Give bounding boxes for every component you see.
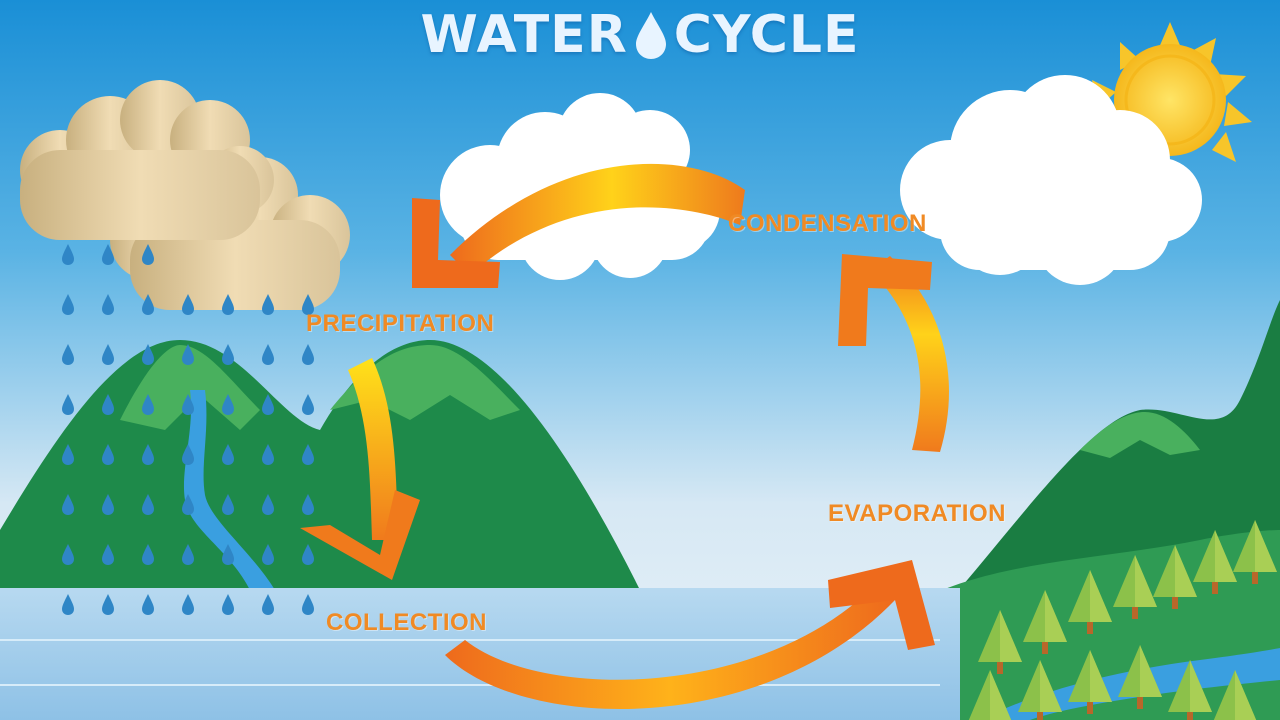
rain-drop-icon [222, 594, 234, 615]
rain-drop-icon [142, 594, 154, 615]
rain-drop-icon [262, 294, 274, 315]
rain-drop-icon [222, 294, 234, 315]
tree-icon [1153, 545, 1197, 609]
rain-drop-icon [302, 544, 314, 565]
rain-drop-icon [102, 244, 114, 265]
rain-drop-icon [262, 544, 274, 565]
label-collection: COLLECTION [326, 609, 487, 636]
rain-drop-icon [222, 494, 234, 515]
rain-drop-icon [302, 394, 314, 415]
rain-drop-icon [302, 344, 314, 365]
rain-drop-icon [182, 344, 194, 365]
tree-icon [968, 670, 1012, 720]
mountain-icon-left [0, 340, 640, 590]
rain-drop-icon [62, 294, 74, 315]
rain-drop-icon [142, 394, 154, 415]
label-condensation: CONDENSATION [728, 210, 927, 237]
rain-drop-icon [62, 594, 74, 615]
rain-drop-icon [142, 294, 154, 315]
rain-drop-icon [262, 394, 274, 415]
label-precipitation: PRECIPITATION [306, 310, 495, 337]
rain-drop-icon [302, 294, 314, 315]
water-drop-icon [635, 12, 666, 59]
rain-drop-icon [102, 294, 114, 315]
cycle-arrow-evaporation-to-condensation [838, 254, 949, 452]
rain-drop-icon [62, 444, 74, 465]
tree-icon [1068, 650, 1112, 714]
cycle-arrow-precipitation-to-collection [300, 358, 420, 580]
cycle-arrow-collection-to-evaporation [445, 560, 935, 710]
sea-ripples [0, 639, 940, 686]
rain-drop-icon [102, 344, 114, 365]
rain-cloud-icon [20, 80, 350, 310]
rain-drop-icon [182, 594, 194, 615]
rain-drop-icon [62, 394, 74, 415]
rain-drop-icon [262, 344, 274, 365]
rain-drop-icon [182, 544, 194, 565]
rain-drop-icon [142, 444, 154, 465]
rain-drop-icon [222, 544, 234, 565]
rain-drop-icon [102, 494, 114, 515]
tree-icon [1233, 520, 1277, 584]
tree-icon [1213, 670, 1257, 720]
title-word-cycle: CYCLE [673, 5, 860, 65]
rain-drop-icon [302, 594, 314, 615]
rain-drops [62, 244, 314, 615]
rain-drop-icon [222, 344, 234, 365]
tree-icon [1118, 645, 1162, 709]
rain-drop-icon [142, 544, 154, 565]
rain-drop-icon [182, 444, 194, 465]
rain-drop-icon [102, 394, 114, 415]
cloud-icon-right [900, 75, 1202, 285]
rain-drop-icon [222, 394, 234, 415]
rain-drop-icon [62, 344, 74, 365]
diagram-title: WATER CYCLE [0, 2, 1280, 65]
title-word-water: WATER [420, 5, 628, 65]
rain-drop-icon [262, 494, 274, 515]
cycle-arrow-condensation-to-precipitation [412, 163, 745, 288]
label-evaporation: EVAPORATION [828, 500, 1006, 527]
rain-drop-icon [302, 494, 314, 515]
rain-drop-icon [182, 294, 194, 315]
tree-icon [1193, 530, 1237, 594]
rain-drop-icon [62, 494, 74, 515]
rain-drop-icon [142, 344, 154, 365]
tree-icon [978, 610, 1022, 674]
tree-group [968, 520, 1277, 720]
rain-drop-icon [222, 444, 234, 465]
rain-drop-icon [102, 444, 114, 465]
tree-icon [1168, 660, 1212, 720]
rain-drop-icon [102, 544, 114, 565]
tree-icon [1113, 555, 1157, 619]
tree-icon [1023, 590, 1067, 654]
rain-drop-icon [102, 594, 114, 615]
rain-drop-icon [62, 244, 74, 265]
rain-drop-icon [262, 444, 274, 465]
rain-drop-icon [182, 394, 194, 415]
rain-drop-icon [262, 594, 274, 615]
rain-drop-icon [182, 494, 194, 515]
rain-drop-icon [62, 544, 74, 565]
tree-icon [1018, 660, 1062, 720]
rain-drop-icon [142, 494, 154, 515]
rain-drop-icon [302, 444, 314, 465]
rain-drop-icon [142, 244, 154, 265]
tree-icon [1068, 570, 1112, 634]
